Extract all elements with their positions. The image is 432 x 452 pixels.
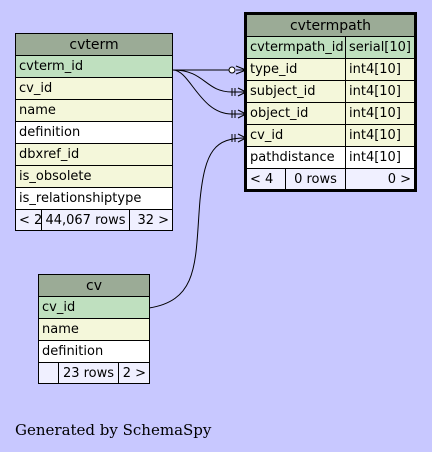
column-name[interactable]: pathdistance: [245, 146, 346, 169]
column-row[interactable]: name: [37, 318, 151, 341]
column-row[interactable]: dbxref_id: [14, 143, 174, 166]
table-cvterm[interactable]: cvterm cvterm_id cv_id name definition d…: [14, 33, 174, 231]
column-type: int4[10]: [344, 102, 417, 125]
column-type: int4[10]: [344, 146, 417, 169]
edge-cv-cvtermpath: [148, 137, 247, 309]
column-row[interactable]: is_obsolete: [14, 165, 174, 188]
parents-link[interactable]: < 2: [15, 209, 42, 231]
column-row[interactable]: cvterm_id: [14, 55, 174, 78]
table-title[interactable]: cv: [37, 274, 151, 297]
column-type: int4[10]: [344, 80, 417, 103]
column-row[interactable]: definition: [14, 121, 174, 144]
row-count: 44,067 rows: [41, 209, 130, 231]
parents-link[interactable]: < 4: [245, 168, 286, 191]
generated-by-caption: Generated by SchemaSpy: [15, 421, 212, 439]
edge-cvterm-object: [172, 69, 246, 115]
column-row[interactable]: name: [14, 99, 174, 122]
column-name[interactable]: cvtermpath_id: [245, 36, 346, 59]
column-type: int4[10]: [344, 124, 417, 147]
column-row[interactable]: is_relationshiptype: [14, 187, 174, 210]
column-type: int4[10]: [344, 58, 417, 81]
column-name[interactable]: object_id: [245, 102, 346, 125]
children-link[interactable]: 32 >: [128, 209, 174, 231]
table-cv[interactable]: cv cv_id name definition 23 rows 2 >: [37, 274, 151, 384]
row-count: 0 rows: [285, 168, 346, 191]
column-name[interactable]: cv_id: [245, 124, 346, 147]
children-link[interactable]: 2 >: [117, 362, 151, 384]
column-name[interactable]: subject_id: [245, 80, 346, 103]
table-title[interactable]: cvterm: [14, 33, 174, 56]
parents-link: [38, 362, 59, 384]
optional-marker: [228, 66, 236, 74]
column-type: serial[10]: [344, 36, 417, 59]
column-row[interactable]: cv_id: [14, 77, 174, 100]
column-row[interactable]: cv_id: [37, 296, 151, 319]
children-link[interactable]: 0 >: [344, 168, 417, 191]
column-row[interactable]: definition: [37, 340, 151, 363]
row-count: 23 rows: [58, 362, 119, 384]
table-title[interactable]: cvtermpath: [244, 13, 417, 37]
column-name[interactable]: type_id: [245, 58, 346, 81]
